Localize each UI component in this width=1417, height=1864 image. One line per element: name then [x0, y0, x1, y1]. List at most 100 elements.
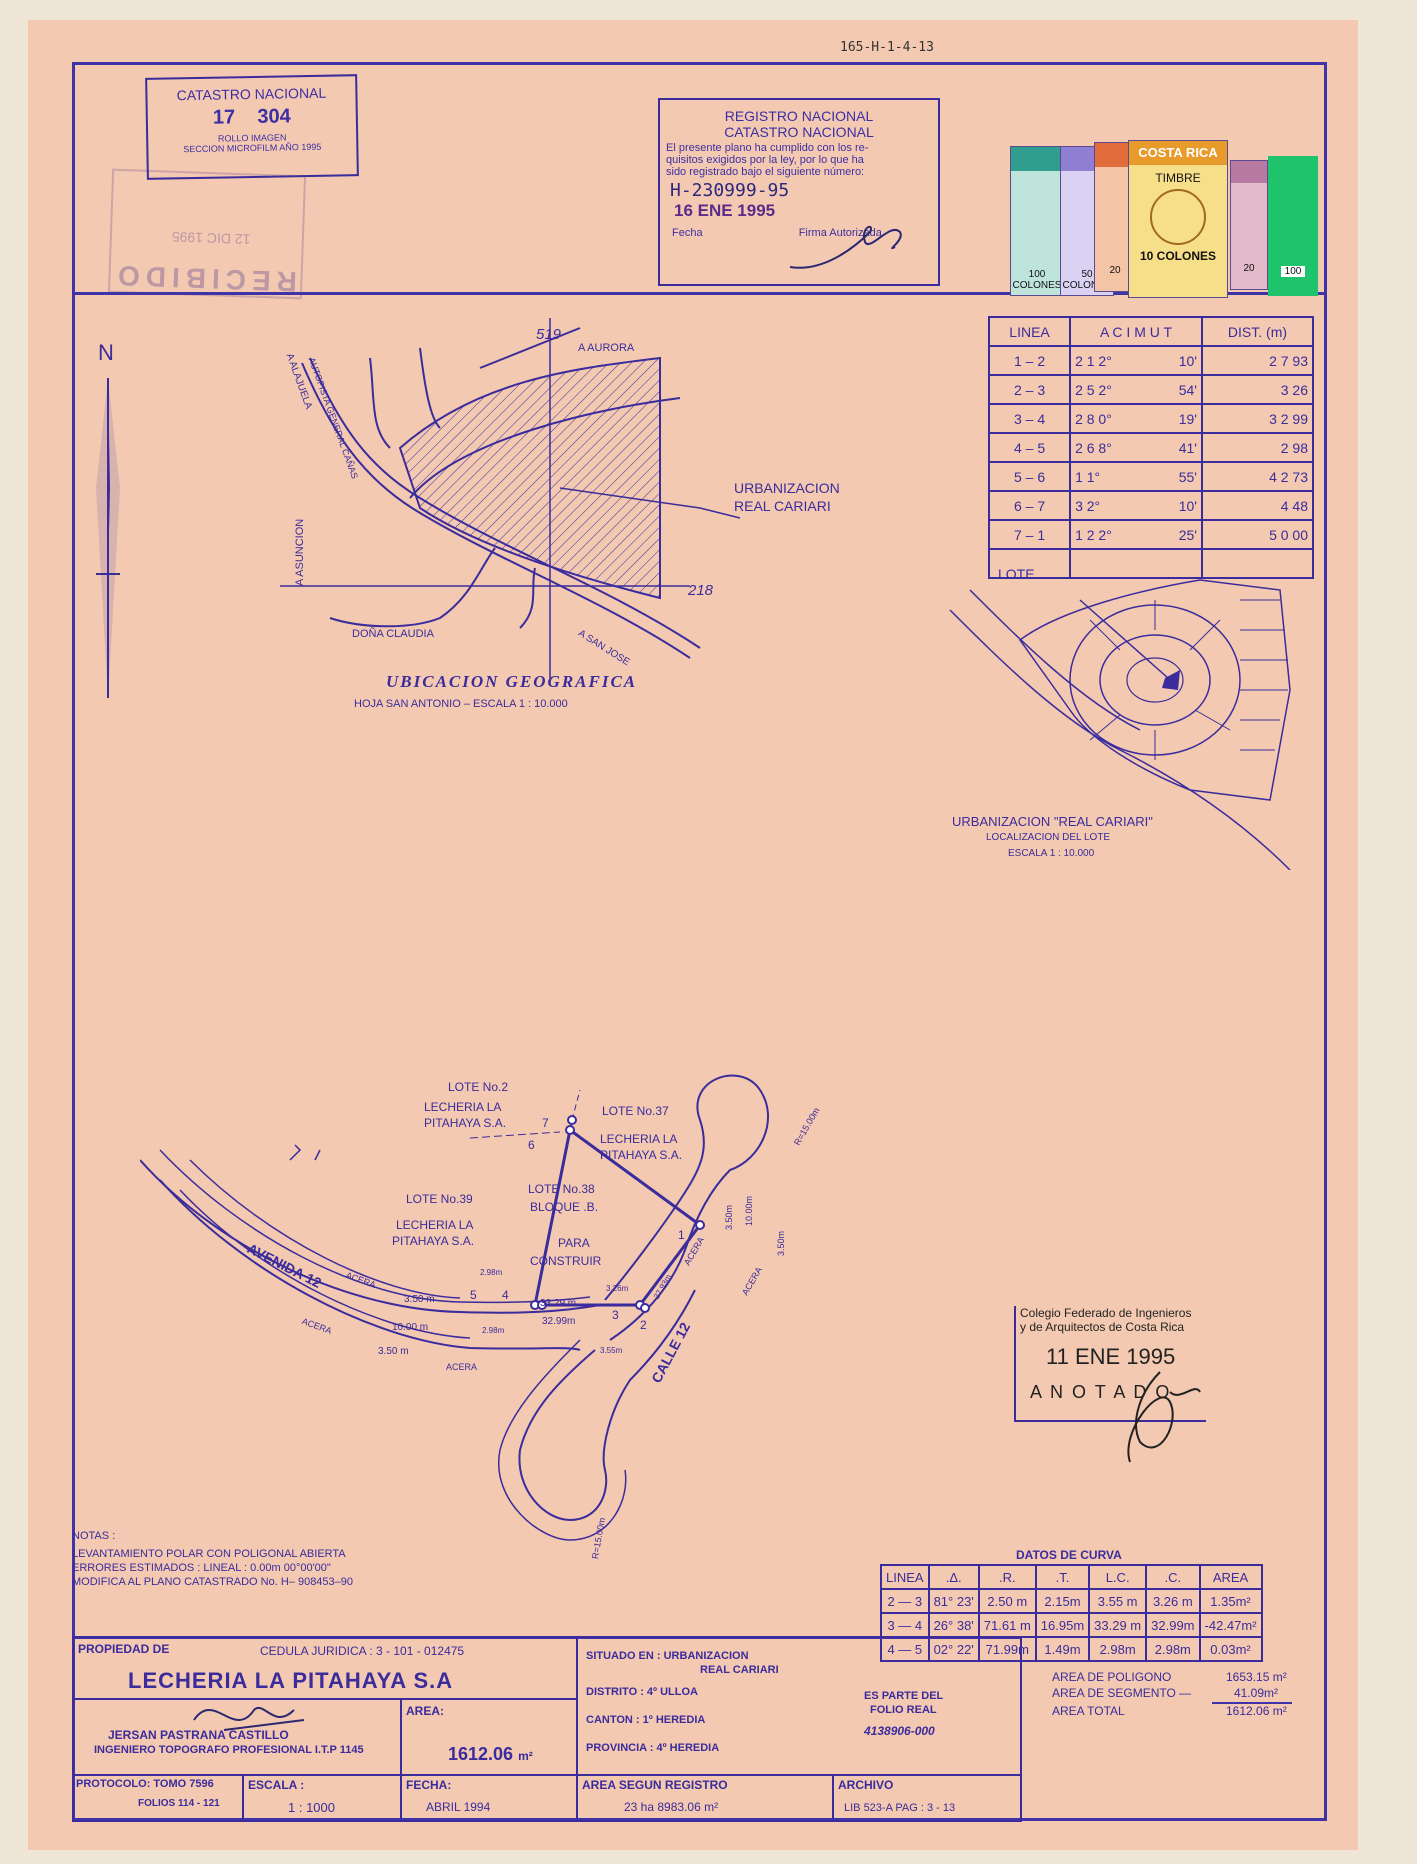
map-label-asuncion: A ASUNCION: [294, 518, 306, 586]
drawing-frame: [72, 62, 1327, 1821]
table-cell: 5 – 6: [987, 461, 1072, 492]
table-cell: 25': [1152, 519, 1203, 550]
plan-point: 3: [612, 1308, 619, 1322]
stamp-line: y de Arquitectos de Costa Rica: [1020, 1320, 1185, 1334]
area-cell: AREA: 1612.06 m²: [400, 1698, 578, 1776]
registry-area-value: 23 ha 8983.06 m²: [624, 1800, 719, 1814]
plan-lot37-label: LOTE No.37: [602, 1104, 669, 1118]
north-arrow-icon: [96, 378, 120, 698]
table-cell: -42.47m²: [1198, 1612, 1263, 1638]
location-map-subtitle: HOJA SAN ANTONIO – ESCALA 1 : 10.000: [354, 698, 568, 710]
revenue-stamp: 100: [1268, 156, 1318, 296]
scale-value: 1 : 1000: [288, 1800, 335, 1815]
registration-number: H-230999-95: [670, 180, 790, 201]
stamp-line: Colegio Federado de Ingenieros: [1020, 1306, 1192, 1320]
protocol-cell: PROTOCOLO: TOMO 7596 FOLIOS 114 - 121: [72, 1774, 244, 1822]
date-cell: FECHA: ABRIL 1994: [400, 1774, 578, 1822]
cedula-text: CEDULA JURIDICA : 3 - 101 - 012475: [260, 1644, 465, 1658]
registration-date: 16 ENE 1995: [674, 201, 776, 220]
table-cell: 4 2 73: [1200, 461, 1315, 492]
table-cell: 3.55 m: [1088, 1588, 1148, 1614]
polygon-area-label: AREA DE POLIGONO: [1052, 1670, 1172, 1684]
plan-point: 2: [640, 1318, 647, 1332]
owner-name: LECHERIA LA PITAHAYA S.A: [128, 1668, 454, 1693]
lot-map-scale: ESCALA 1 : 10.000: [1008, 848, 1095, 859]
location-map: [280, 318, 741, 678]
plan-point: 4: [502, 1288, 509, 1302]
table-cell: 6 – 7: [987, 490, 1072, 521]
folio-real-label: FOLIO REAL: [870, 1704, 937, 1716]
colegio-ingenieros-stamp: Colegio Federado de Ingenieros y de Arqu…: [1014, 1306, 1206, 1422]
plan-lot38-label: LOTE No.38: [528, 1182, 595, 1196]
table-cell: 2 7 93: [1200, 345, 1315, 376]
table-cell: 2 98: [1200, 432, 1315, 463]
map-label-real-cariari: REAL CARIARI: [734, 498, 831, 514]
site-plan: [140, 1074, 770, 1541]
table-header: AREA: [1198, 1564, 1263, 1590]
plan-lot37-owner: PITAHAYA S.A.: [600, 1148, 683, 1162]
notes-title: NOTAS :: [72, 1530, 116, 1542]
north-label: N: [98, 340, 114, 365]
plan-lot39-label: LOTE No.39: [406, 1192, 473, 1206]
registry-area-cell: AREA SEGUN REGISTRO 23 ha 8983.06 m²: [576, 1774, 834, 1822]
plan-dimension: 3.55m: [600, 1346, 623, 1355]
stamp-value: 50 COLONES: [1062, 269, 1112, 291]
table-cell: 33.29 m: [1088, 1612, 1148, 1638]
property-label: PROPIEDAD DE: [78, 1642, 170, 1656]
table-cell: 4 48: [1200, 490, 1315, 521]
table-header: .T.: [1034, 1564, 1091, 1590]
area-sum-line: [1212, 1702, 1292, 1704]
polygon-area-value: 1653.15 m²: [1226, 1670, 1287, 1684]
lot-pointer-label: LOTE: [998, 566, 1035, 582]
revenue-stamp: 20: [1230, 160, 1268, 290]
catastro-microfilm-stamp: CATASTRO NACIONAL 17 304 ROLLO IMAGEN SE…: [145, 74, 359, 180]
table-header: .C.: [1145, 1564, 1201, 1590]
curve-table-title: DATOS DE CURVA: [1016, 1548, 1122, 1562]
registro-nacional-stamp: REGISTRO NACIONAL CATASTRO NACIONAL El p…: [658, 98, 940, 286]
colegio-signature: [1127, 1371, 1201, 1463]
table-cell: 16.95m: [1034, 1612, 1091, 1638]
plan-point: 6: [528, 1138, 535, 1152]
plan-lot2-label: LOTE No.2: [448, 1080, 509, 1094]
table-cell: 2.15m: [1034, 1588, 1091, 1614]
surveyor-title: INGENIERO TOPOGRAFO PROFESIONAL I.T.P 11…: [94, 1744, 364, 1756]
table-cell: 2 5 2°: [1069, 374, 1153, 405]
distrito-text: DISTRITO : 4º ULLOA: [586, 1686, 698, 1698]
plan-para-label: PARA: [558, 1236, 590, 1250]
segment-area-value: 41.09m²: [1234, 1686, 1279, 1700]
folio-real-label: ES PARTE DEL: [864, 1690, 944, 1702]
table-cell: 19': [1152, 403, 1203, 434]
segment-area-label: AREA DE SEGMENTO —: [1052, 1686, 1192, 1700]
stamp-body: quisitos exigidos por la ley, por lo que…: [666, 154, 864, 166]
plan-dimension: 3.50m: [776, 1230, 786, 1256]
registry-area-label: AREA SEGUN REGISTRO: [582, 1778, 728, 1792]
roll-number-right: 304: [257, 105, 291, 128]
table-cell: 1 – 2: [987, 345, 1072, 376]
table-cell: 7 – 1: [987, 519, 1072, 550]
table-cell: 2.98m: [1088, 1636, 1148, 1662]
archive-label: ARCHIVO: [838, 1778, 894, 1792]
map-label-aurora: A AURORA: [578, 342, 635, 354]
plan-point: 1: [678, 1228, 685, 1242]
registro-signature: [789, 225, 902, 269]
plan-dimension: 33.29 m: [540, 1298, 577, 1309]
table-cell: 3 2 99: [1200, 403, 1315, 434]
table-cell: 71.61 m: [977, 1612, 1037, 1638]
table-header: .Δ.: [927, 1564, 980, 1590]
table-cell: 2 — 3: [880, 1588, 930, 1614]
table-cell: 2.50 m: [977, 1588, 1037, 1614]
table-cell: 3.26 m: [1145, 1588, 1201, 1614]
plan-lot39-owner: LECHERIA LA: [396, 1218, 474, 1232]
plan-dimension: 3.26m: [606, 1284, 629, 1293]
map-label-dona-claudia: DOÑA CLAUDIA: [352, 628, 434, 640]
folios-text: FOLIOS 114 - 121: [138, 1798, 220, 1809]
map-label-grid-218: 218: [688, 582, 714, 599]
table-cell: 26° 38': [927, 1612, 980, 1638]
